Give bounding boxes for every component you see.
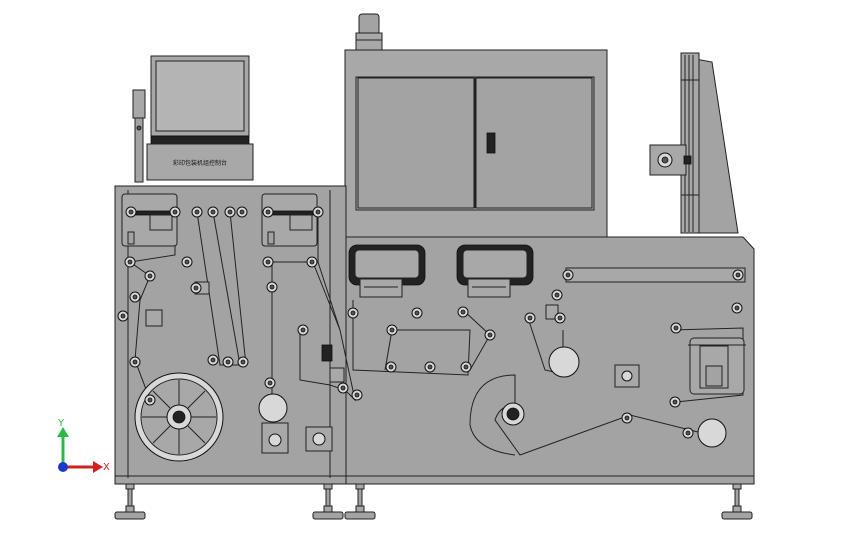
idler-roller-hub	[210, 209, 216, 215]
idler-roller-hub	[340, 385, 346, 391]
left-print-head-2	[261, 193, 318, 247]
large-rollers	[258, 346, 727, 448]
idler-roller-hub	[184, 259, 190, 265]
idler-roller-hub	[132, 294, 138, 300]
idler-roller-hub	[127, 259, 133, 265]
idler-roller-hub	[267, 380, 273, 386]
idler-roller-hub	[565, 272, 571, 278]
idler-roller-hub	[427, 364, 433, 370]
leveling-foot	[721, 483, 753, 520]
idler-roller-hub	[388, 364, 394, 370]
idler-rollers	[117, 206, 744, 439]
idler-roller-hub	[265, 209, 271, 215]
leveling-foot	[114, 483, 146, 520]
axis-triad: Y X	[57, 418, 110, 473]
idler-roller-hub	[557, 315, 563, 321]
right-print-head-1	[348, 244, 426, 298]
idler-roller-hub	[463, 364, 469, 370]
operator-console: 彩印包装机组控制台	[132, 55, 254, 183]
idler-roller-hub	[147, 397, 153, 403]
idler-roller-hub	[734, 305, 740, 311]
idler-roller-hub	[735, 272, 741, 278]
idler-roller-hub	[315, 209, 321, 215]
idler-roller-hub	[389, 327, 395, 333]
signal-tower	[355, 13, 383, 51]
leveling-foot	[312, 483, 344, 520]
idler-roller-hub	[414, 310, 420, 316]
idler-roller-hub	[210, 357, 216, 363]
idler-roller-hub	[309, 259, 315, 265]
idler-roller-hub	[172, 209, 178, 215]
idler-roller-hub	[128, 209, 134, 215]
idler-roller-hub	[240, 359, 246, 365]
left-print-head-1	[121, 193, 178, 247]
leveling-foot	[344, 483, 376, 520]
idler-roller-hub	[460, 309, 466, 315]
idler-roller-hub	[624, 415, 630, 421]
leveling-feet	[114, 483, 753, 520]
idler-roller-hub	[487, 332, 493, 338]
idler-roller-hub	[685, 430, 691, 436]
idler-roller-hub	[300, 327, 306, 333]
idler-roller-hub	[194, 209, 200, 215]
idler-roller-hub	[193, 285, 199, 291]
idler-roller-hub	[239, 209, 245, 215]
cabinet-handle-icon	[486, 132, 496, 154]
electrical-cabinet	[344, 49, 608, 238]
idler-roller-hub	[265, 259, 271, 265]
idler-roller-hub	[132, 359, 138, 365]
idler-roller-hub	[147, 273, 153, 279]
idler-roller-hub	[225, 359, 231, 365]
side-column	[649, 52, 739, 234]
center-reel	[501, 402, 525, 426]
idler-roller-hub	[350, 310, 356, 316]
monitor-screen	[155, 60, 245, 132]
rewind-unit	[688, 337, 746, 395]
idler-roller-hub	[672, 399, 678, 405]
idler-roller-hub	[120, 313, 126, 319]
idler-roller-hub	[673, 325, 679, 331]
idler-roller-hub	[527, 315, 533, 321]
idler-roller-hub	[354, 392, 360, 398]
idler-roller-hub	[554, 292, 560, 298]
drive-boxes	[145, 281, 640, 454]
x-axis-label: X	[103, 462, 110, 473]
right-print-head-2	[456, 244, 534, 298]
idler-roller-hub	[269, 284, 275, 290]
console-label: 彩印包装机组控制台	[173, 159, 227, 167]
idler-roller-hub	[227, 209, 233, 215]
unwind-reel	[134, 372, 224, 462]
y-axis-label: Y	[57, 418, 65, 429]
